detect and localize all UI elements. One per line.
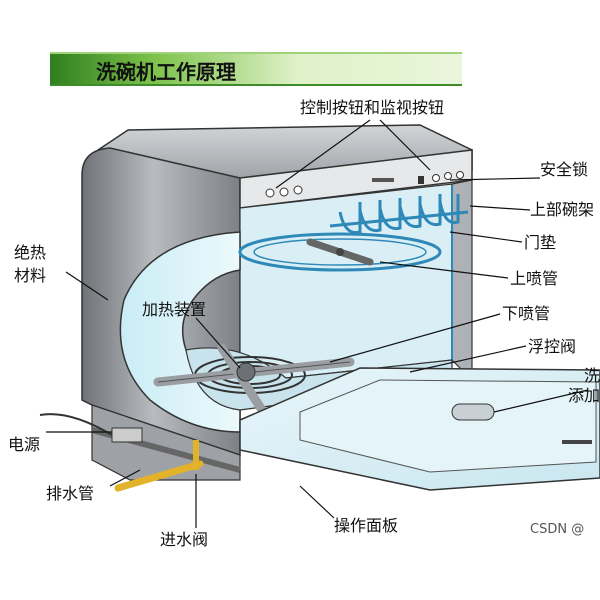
drain-pipe	[114, 460, 204, 492]
label-safety-lock: 安全锁	[540, 160, 589, 179]
label-float-valve: 浮控阀	[528, 337, 577, 356]
page-title: 洗碗机工作原理	[96, 60, 236, 84]
title-banner	[50, 52, 462, 86]
upper-spray-ring	[238, 232, 442, 272]
label-control-buttons: 控制按钮和监视按钮	[300, 98, 445, 117]
leader-lines	[46, 119, 589, 528]
lower-spray-arm	[153, 343, 355, 415]
label-door-seal: 门垫	[524, 233, 557, 252]
watermark: CSDN @	[530, 522, 585, 537]
label-insulation-2: 材料	[14, 266, 47, 285]
label-upper-spray: 上喷管	[510, 269, 559, 288]
detergent-dispenser	[451, 403, 495, 421]
label-inlet-valve: 进水阀	[160, 530, 209, 549]
power-box	[111, 427, 143, 443]
power-cord	[39, 413, 113, 436]
label-heater: 加热装置	[142, 300, 207, 319]
label-operation-panel: 操作面板	[334, 516, 399, 535]
upper-rack	[329, 194, 469, 235]
label-insulation-1: 绝热	[14, 243, 47, 262]
label-lower-spray: 下喷管	[502, 304, 551, 323]
label-detergent-1: 洗	[584, 366, 600, 385]
label-upper-rack: 上部碗架	[530, 200, 595, 219]
label-drain-pipe: 排水管	[46, 484, 95, 503]
label-detergent-2: 添加	[568, 386, 600, 405]
label-power: 电源	[8, 435, 41, 454]
